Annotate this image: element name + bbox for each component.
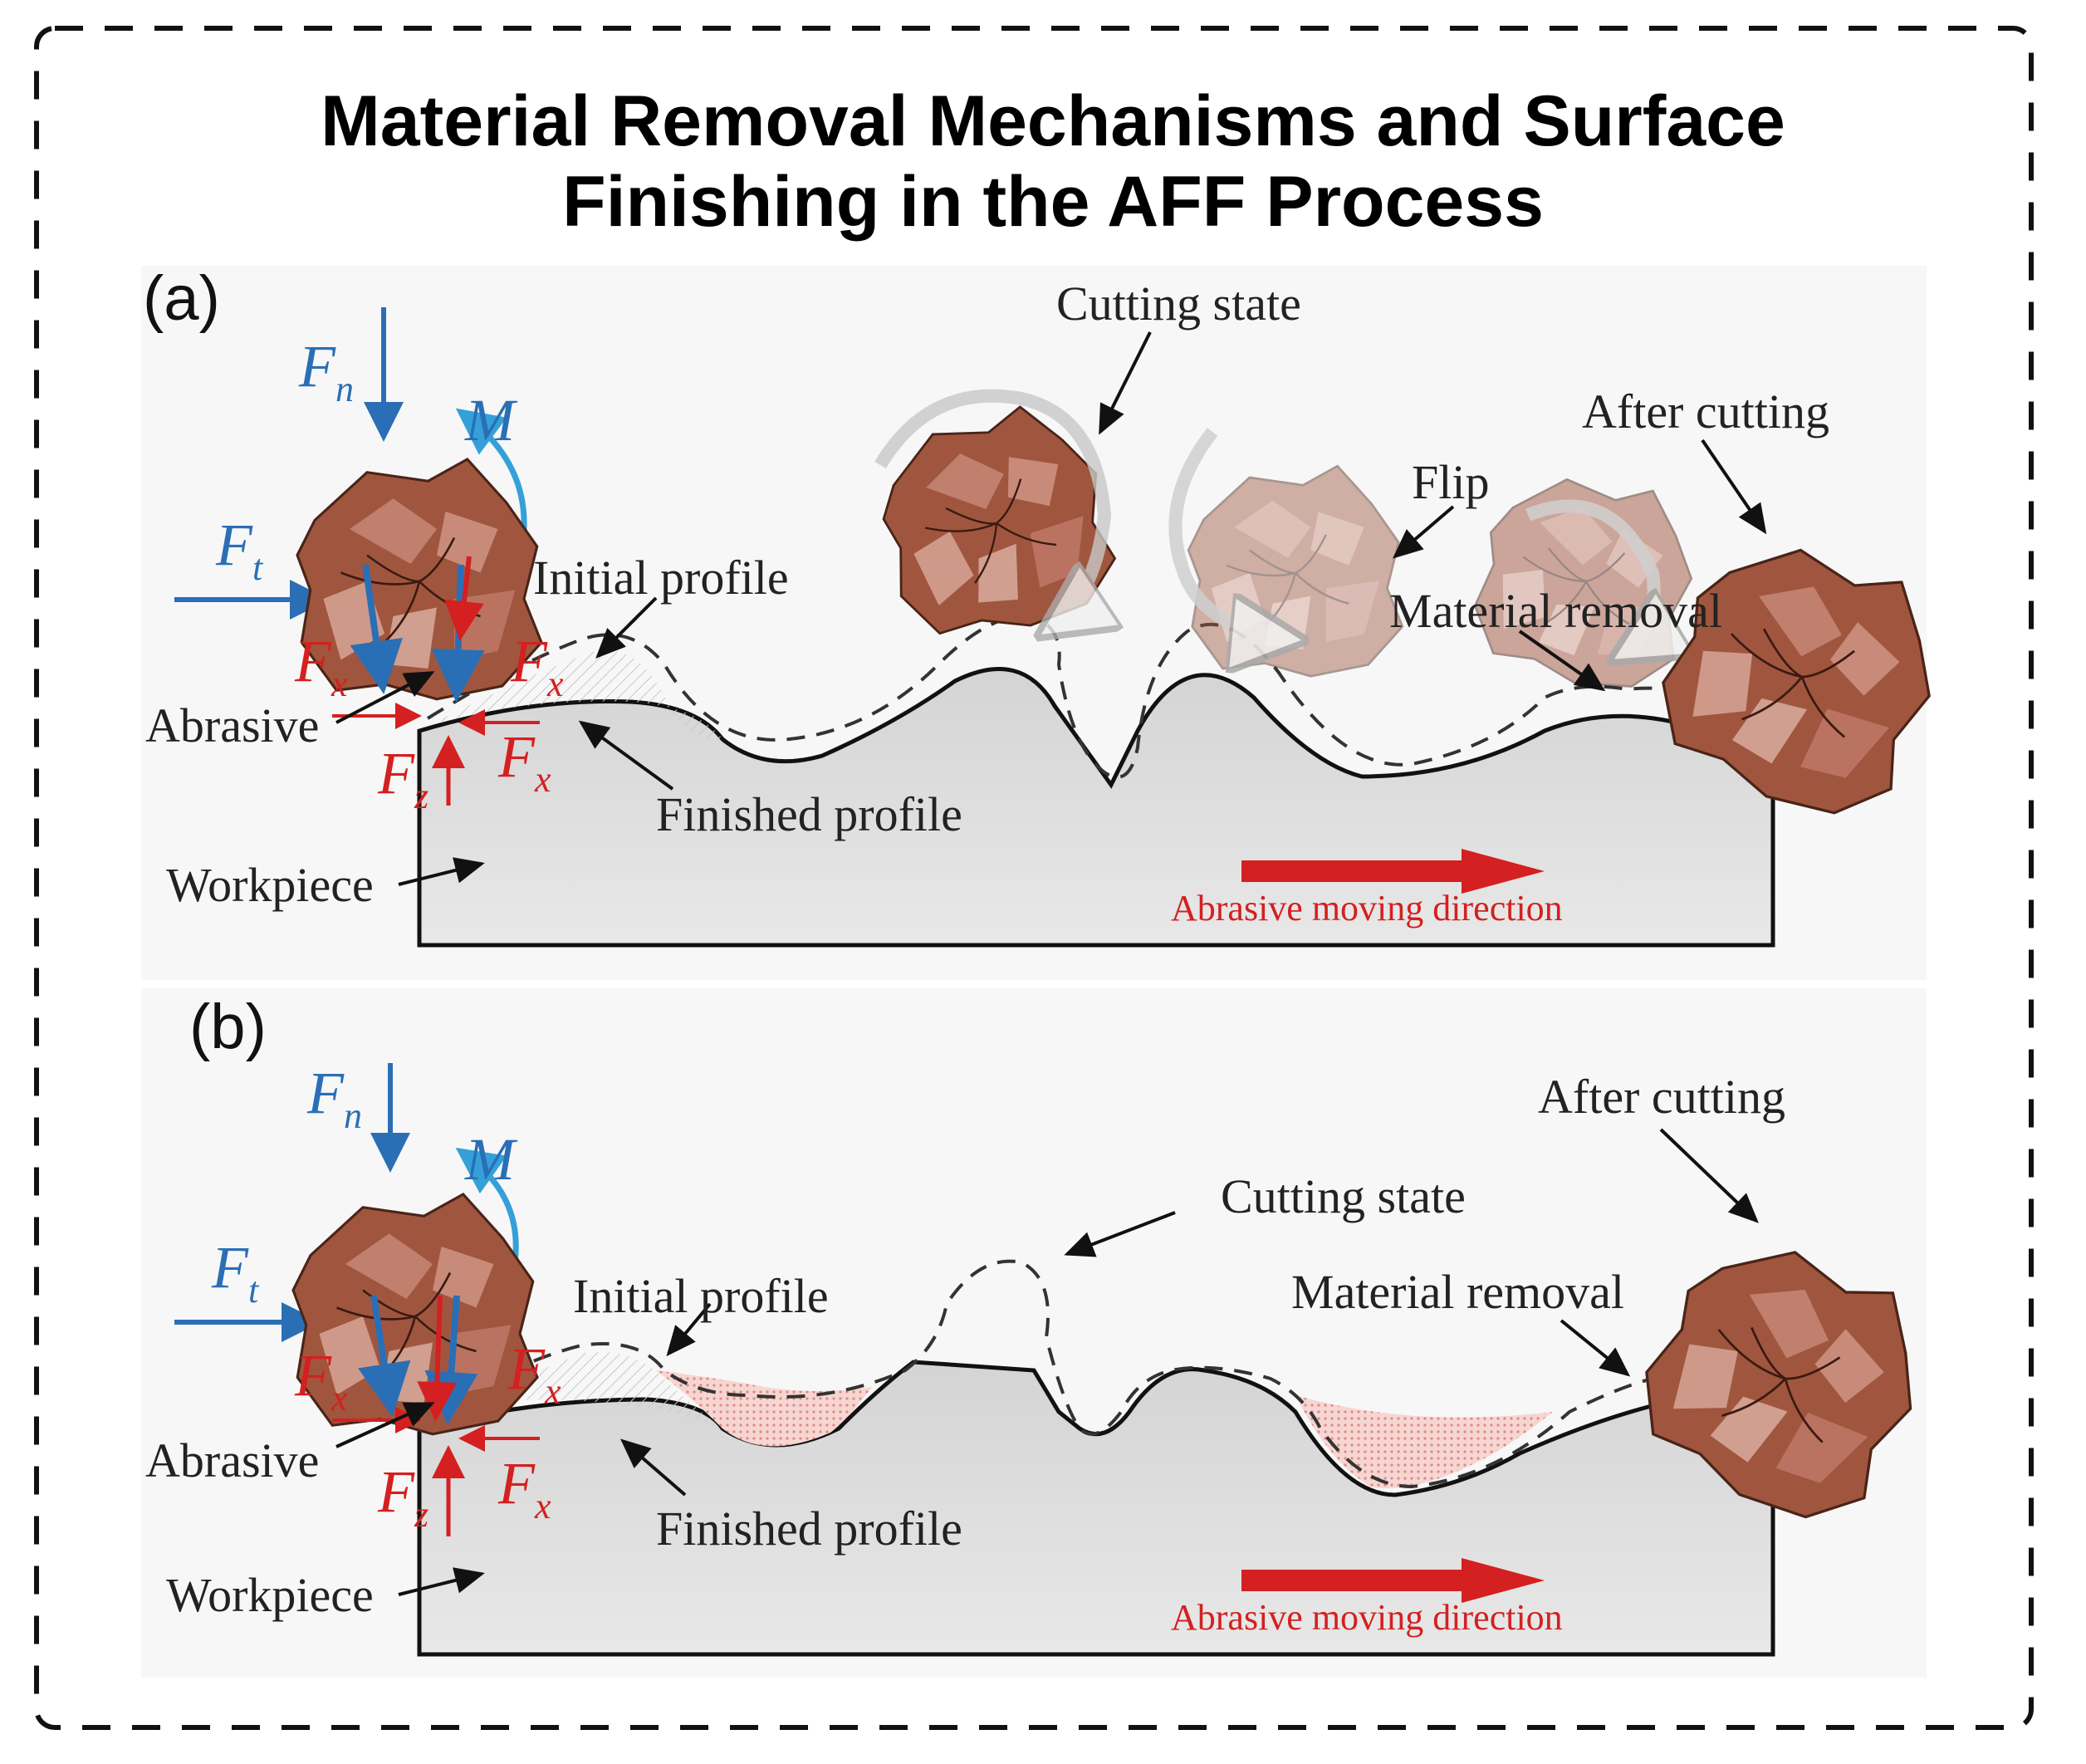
leader-material-removal-a [1518,630,1606,692]
internal-force-blue-b [358,1295,411,1417]
internal-force-red-a [444,556,484,641]
leader-finished-profile-b [619,1438,687,1497]
figure-title-line2: Finishing in the AFF Process [562,162,1544,242]
leader-workpiece-a [398,857,485,886]
direction-arrow-icon [1241,1558,1545,1603]
leader-workpiece-b [398,1567,485,1596]
force-fx-label-a3: Fx [497,723,551,800]
panel-a: (a) Fn Ft M Fx Fx Fx Fz [141,263,1974,980]
initial-profile-label-a: Initial profile [533,551,789,605]
leader-initial-profile-a [595,596,658,659]
leader-cutting-state-b [1064,1211,1176,1257]
panel-a-label: (a) [143,263,220,334]
moving-direction-label-a: Abrasive moving direction [1171,888,1563,929]
flip-label-a: Flip [1412,455,1490,509]
panel-b: (b) Fn Ft M Fx Fx Fx Fz [141,988,1962,1678]
force-ft-label-a: Ft [215,512,264,588]
leader-after-cutting-a [1701,439,1767,535]
initial-profile-label-b: Initial profile [573,1269,829,1323]
workpiece-label-b: Workpiece [166,1568,374,1622]
internal-force-red-b [417,1295,458,1422]
workpiece-label-a: Workpiece [166,858,374,912]
finished-profile-label-b: Finished profile [656,1502,962,1556]
force-fz-label-a: Fz [377,740,428,816]
initial-profile-a [426,615,1770,779]
moment-label-b: M [464,1126,518,1193]
leader-abrasive-b [335,1402,435,1448]
cutting-state-label-b: Cutting state [1221,1169,1466,1223]
force-fn-label-a: Fn [298,333,354,409]
force-fx-label-a1: Fx [294,628,348,704]
rotation-arrow-icon [1525,499,1654,656]
force-fx-label-b1: Fx [294,1342,348,1419]
removed-material-b2 [1295,1395,1553,1488]
force-fx-label-a2: Fx [510,628,564,704]
force-fn-label-b: Fn [306,1060,362,1136]
removed-material-b3 [432,1352,722,1428]
after-cutting-label-a: After cutting [1582,385,1829,439]
removed-material-a [432,650,722,740]
initial-profile-b [426,1259,1770,1489]
force-fz-label-b: Fz [377,1458,428,1535]
removed-material-b1 [656,1370,872,1447]
moving-direction-label-b: Abrasive moving direction [1171,1597,1563,1638]
leader-initial-profile-b [666,1302,712,1357]
internal-force-blue-a [350,564,403,694]
leader-after-cutting-b [1659,1128,1759,1223]
force-fx-label-b3: Fx [497,1450,551,1526]
leader-abrasive-a [335,671,435,724]
force-ft-label-b: Ft [211,1234,260,1311]
material-removal-label-a: Material removal [1389,584,1722,638]
leader-finished-profile-a [578,720,674,791]
moment-label-a: M [464,387,518,453]
leader-material-removal-b [1560,1319,1631,1377]
moment-arrow-a [455,408,527,541]
abrasive-label-b: Abrasive [145,1433,319,1487]
abrasive-label-a: Abrasive [145,698,319,752]
rotation-arrow-icon [1168,428,1295,639]
leader-flip-a [1392,505,1455,559]
moment-arrow-b [455,1147,519,1263]
rotation-arrow-icon [874,389,1104,631]
leader-cutting-state-a [1099,331,1152,435]
cutting-state-label-a: Cutting state [1056,277,1301,331]
figure-title-line1: Material Removal Mechanisms and Surface [321,81,1785,161]
material-removal-label-b: Material removal [1291,1265,1624,1319]
after-cutting-label-b: After cutting [1538,1070,1785,1124]
direction-arrow-icon [1241,849,1545,894]
finished-profile-label-a: Finished profile [656,787,962,841]
force-fx-label-b2: Fx [507,1335,561,1412]
frame-border [34,26,2034,1730]
panel-b-label: (b) [189,992,267,1062]
